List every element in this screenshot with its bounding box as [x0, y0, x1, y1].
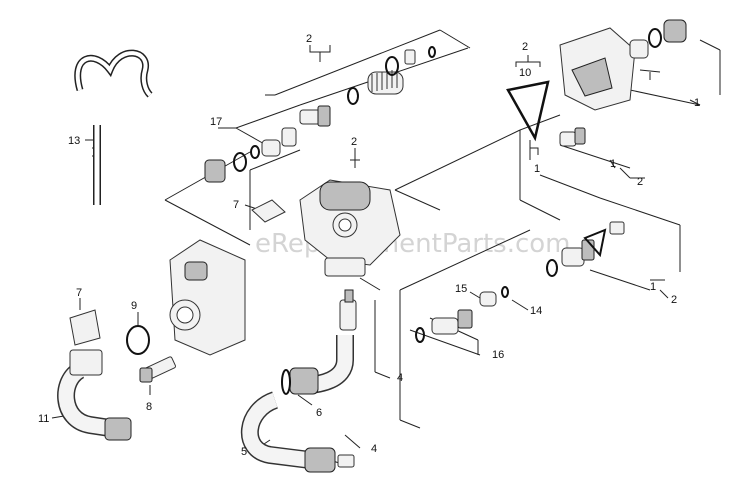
callout-10: 10 [519, 67, 531, 79]
hose-part-13 [74, 49, 153, 205]
callout-2-mid: 2 [637, 176, 643, 188]
callout-2-lower: 2 [671, 294, 677, 306]
callout-14: 14 [530, 305, 542, 317]
callout-1-top: 1 [694, 97, 700, 109]
bracket-7-mid [251, 199, 286, 223]
callout-7-center: 7 [233, 199, 239, 211]
callout-7-left: 7 [76, 287, 82, 299]
callout-16: 16 [492, 349, 504, 361]
callout-11: 11 [38, 413, 49, 425]
callout-6: 6 [316, 407, 322, 419]
callout-2-center: 2 [351, 136, 357, 148]
pump-cover [559, 19, 687, 111]
callout-4-center: 4 [397, 372, 403, 384]
callout-15: 15 [455, 283, 467, 295]
callout-8: 8 [146, 401, 152, 413]
callout-1-seal: 1 [534, 163, 540, 175]
callout-2-top: 2 [306, 33, 312, 45]
callout-labels: 2 17 13 2 7 2 10 1 1 1 2 7 9 8 11 15 14 … [38, 33, 700, 458]
valve-spring-assembly [299, 46, 436, 127]
callout-17: 17 [210, 116, 222, 128]
o-ring-9 [126, 325, 150, 355]
callout-1-mid: 1 [610, 158, 616, 170]
pump-head-housing [299, 179, 401, 277]
callout-2-right: 2 [522, 41, 528, 53]
callout-13: 13 [68, 135, 80, 147]
clip-7-left [69, 309, 101, 346]
seal-10 [506, 80, 550, 142]
center-pipe-assembly [281, 289, 357, 395]
elbow-pipe-11 [57, 349, 132, 441]
callout-5: 5 [241, 446, 247, 458]
valve-assembly-17 [204, 127, 297, 183]
mid-right-fittings [559, 127, 586, 147]
left-pump-housing [169, 239, 246, 356]
elbow-pipe-5 [240, 391, 355, 473]
callout-9: 9 [131, 300, 137, 312]
valve-assembly-16 [415, 286, 509, 343]
right-lower-fittings [546, 221, 625, 277]
callout-1-lower: 1 [650, 281, 656, 293]
bolt-8 [139, 356, 176, 383]
callout-4-bottom: 4 [371, 443, 377, 455]
